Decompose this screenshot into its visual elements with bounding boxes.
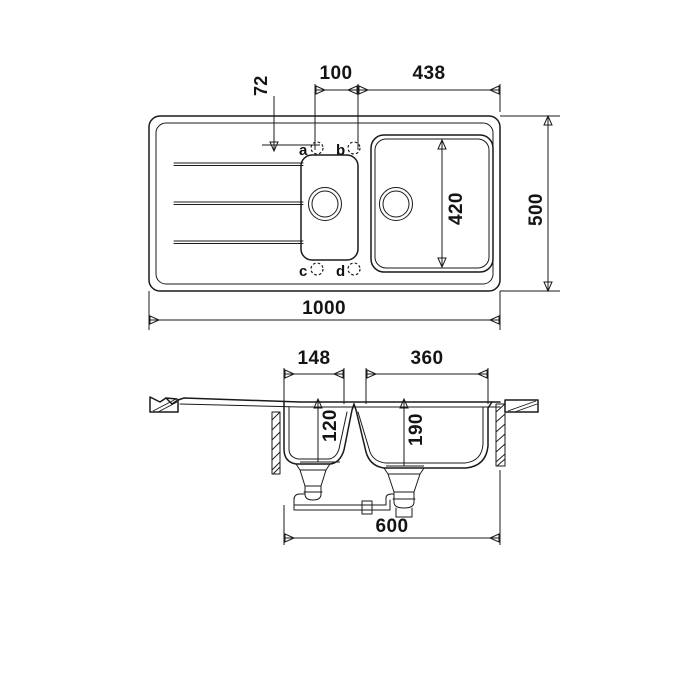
large-bowl-drain-inner [382,190,410,218]
tap-hole-label-d: d [336,263,345,280]
large-bowl-outline [370,134,494,273]
tap-hole-label-a: a [299,142,308,159]
dimension-label-600: 600 [376,516,409,537]
dimension-label-1000: 1000 [302,298,346,319]
dimension-label-120: 120 [320,409,341,442]
right-support-hatch [495,403,506,467]
section-view: 148 360 120 190 600 [149,348,539,545]
left-support-hatch [271,411,281,475]
small-bowl-drain-outer [308,187,342,221]
sink-outer-outline [148,115,501,292]
tap-hole-circle-a [310,141,324,155]
large-bowl-waste [383,467,425,509]
tap-hole-circle-c [310,262,324,276]
drainboard-groove [173,201,304,205]
tap-hole-circle-b [347,141,361,155]
dimension-72: 72 [251,75,320,153]
right-rim-profile [504,399,539,413]
dimension-190: 190 [386,397,427,467]
small-bowl-waste [295,463,331,501]
dimension-420: 420 [437,138,467,269]
small-bowl-outline [300,154,359,261]
large-bowl [370,134,494,273]
dimension-label-500: 500 [526,193,547,226]
small-bowl-drain-inner [311,190,339,218]
tap-hole-markers: a b c d [299,141,361,280]
left-rim-profile [149,396,179,413]
dimension-label-72: 72 [251,75,271,96]
dimension-label-190: 190 [406,413,427,446]
dimension-600: 600 [283,470,501,545]
small-bowl [300,154,359,261]
dimension-label-100: 100 [320,63,353,84]
tap-hole-label-c: c [299,263,307,280]
large-bowl-drain-outer [379,187,413,221]
drainboard-groove [173,162,304,166]
dimension-label-420: 420 [446,192,467,225]
dimension-label-148: 148 [298,348,331,369]
dimension-500: 500 [500,114,560,293]
drainboard-grooves [173,162,304,244]
plan-view: a b c d 72 100 [148,63,560,330]
dimension-120: 120 [300,397,341,463]
dimension-label-360: 360 [411,348,444,369]
drainboard-under-line [179,403,501,408]
waste-pipe [293,493,413,518]
bowl-section-profile [283,401,493,469]
dimension-chain-top: 100 438 [314,63,501,150]
tap-hole-circle-d [347,262,361,276]
drainboard-top-line [177,397,501,403]
large-bowl-inner-outline [374,138,490,269]
tap-hole-label-b: b [336,142,345,159]
dimension-label-438: 438 [413,63,446,84]
drainboard-groove [173,240,304,244]
dimension-1000: 1000 [148,291,501,330]
dimension-chain-section: 148 360 [283,348,489,404]
